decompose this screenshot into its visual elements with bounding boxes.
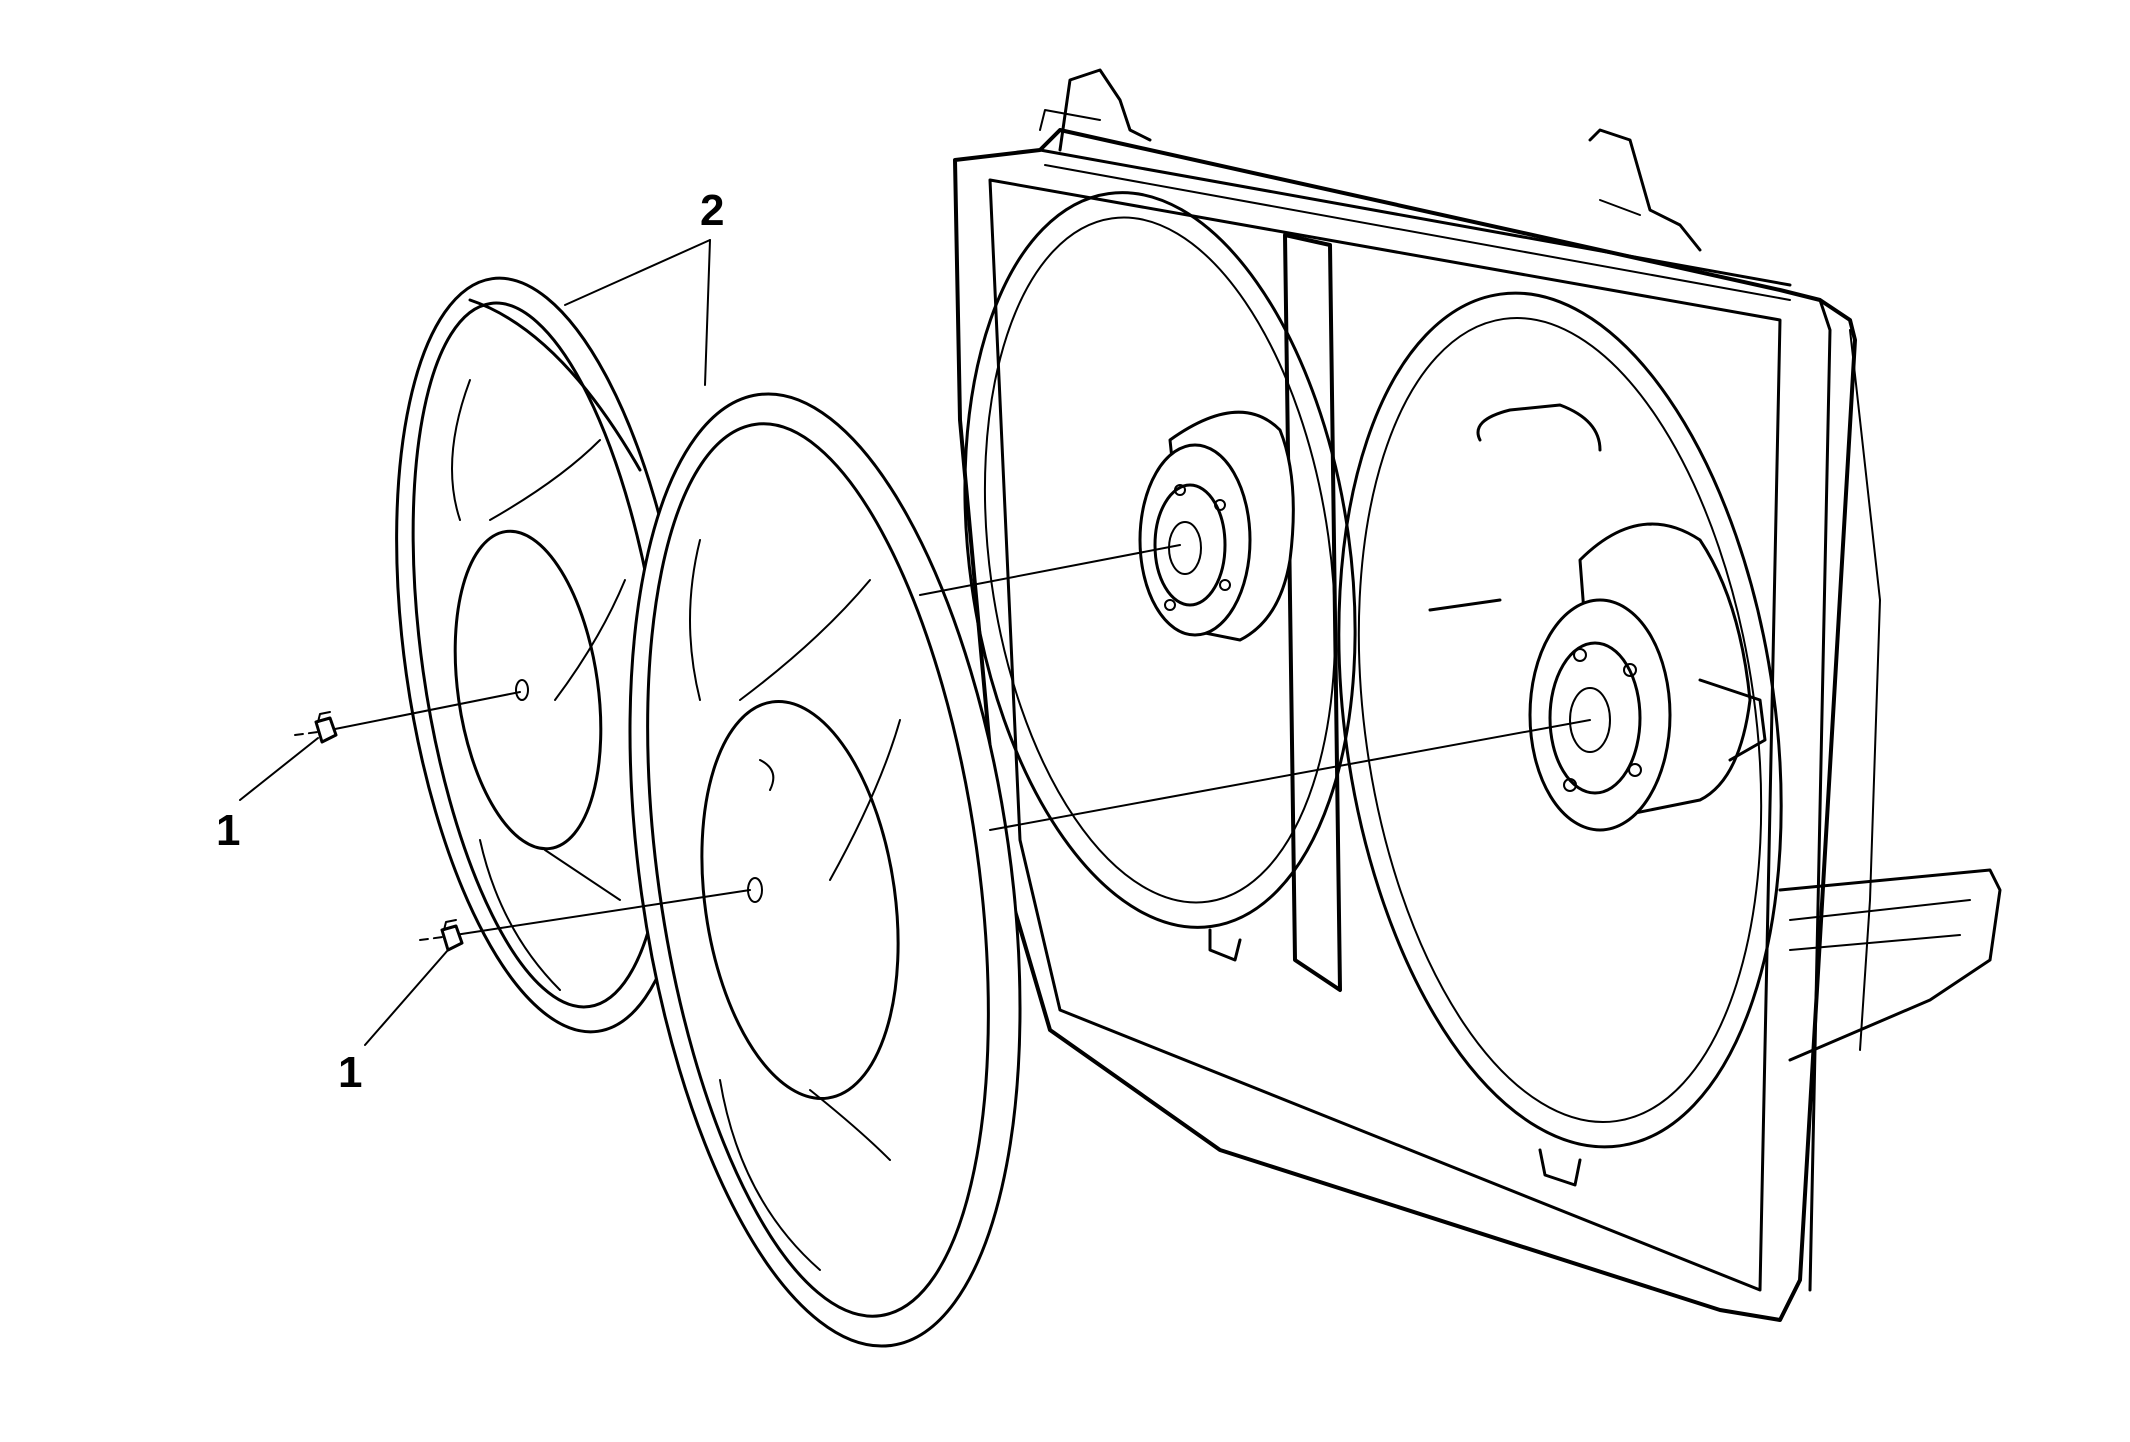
centerlines [294, 544, 1591, 941]
callout-fan-blades: 2 [700, 186, 724, 235]
nut-lower-part [440, 919, 464, 952]
fan-blade-front [628, 392, 1022, 1348]
left-fan-opening [963, 191, 1357, 929]
fan-blade-rear [395, 276, 695, 1034]
nut-upper-part [314, 711, 338, 744]
left-fan-motor [1138, 410, 1295, 642]
callout-nut-lower: 1 [338, 1048, 362, 1097]
right-fan-opening [1337, 291, 1783, 1149]
fan-shroud [953, 68, 2002, 1322]
right-fan-motor [1528, 522, 1767, 832]
callout-nut-upper: 1 [216, 806, 240, 855]
leader-lines [239, 239, 711, 1046]
